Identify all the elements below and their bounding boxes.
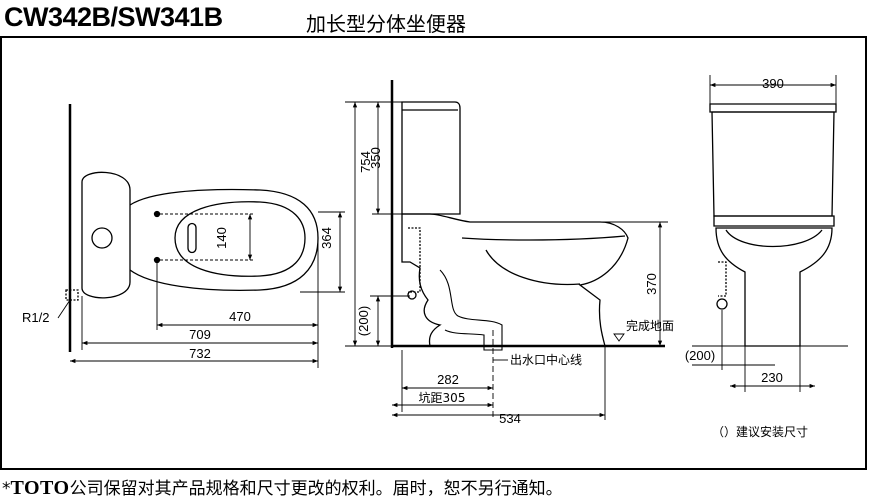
plan-flush-button (91, 227, 113, 249)
footer-asterisk: * (2, 479, 11, 499)
dim-754: 754 (358, 151, 373, 173)
dim-140: 140 (214, 227, 229, 249)
dim-390: 390 (762, 76, 784, 91)
plan-dimensions (57, 211, 345, 368)
label-outlet-centerline: 出水口中心线 (510, 352, 582, 367)
legend-recommended-dims: （）建议安装尺寸 (712, 424, 808, 439)
plan-view (65, 104, 319, 352)
plan-bowl-outline (129, 188, 319, 291)
dim-534: 534 (499, 411, 521, 426)
side-supply-pipe (408, 227, 421, 293)
front-valve (716, 298, 728, 310)
plan-bolt-hole (153, 210, 161, 218)
dim-282: 282 (437, 372, 459, 387)
plan-seat-opening (174, 201, 306, 277)
dim-364: 364 (319, 227, 334, 249)
model-number: CW342B/SW341B (4, 2, 223, 32)
footer-disclaimer: *TOTO公司保留对其产品规格和尺寸更改的权利。届时，恕不另行通知。 (2, 474, 563, 500)
dim-200-side: (200) (356, 306, 371, 336)
product-name: 加长型分体坐便器 (306, 12, 466, 36)
plan-supply-connector (65, 289, 79, 301)
front-seat (713, 215, 835, 227)
side-view (390, 80, 665, 351)
drawing-frame (0, 36, 867, 470)
plan-bolt-hole (153, 256, 161, 264)
dim-470: 470 (229, 309, 251, 324)
side-tank-outline (401, 101, 461, 215)
footer-text: 公司保留对其产品规格和尺寸更改的权利。届时，恕不另行通知。 (69, 479, 563, 499)
dim-230: 230 (761, 370, 783, 385)
plan-rim-hole (187, 222, 197, 254)
dim-709: 709 (189, 327, 211, 342)
label-r12: R1/2 (22, 310, 49, 325)
side-bowl-outline (401, 213, 629, 347)
side-dimensions (345, 101, 668, 420)
front-view (709, 103, 837, 347)
front-tank-lid (709, 103, 837, 113)
front-bowl-pedestal (715, 227, 833, 347)
label-finished-floor: 完成地面 (626, 318, 674, 333)
dim-350: 350 (368, 147, 383, 169)
dim-370: 370 (644, 273, 659, 295)
dim-305: 坑距305 (419, 390, 466, 405)
dim-732: 732 (189, 346, 211, 361)
footer-brand: TOTO (10, 477, 70, 499)
front-dimensions (692, 75, 848, 392)
front-tank-body (711, 111, 835, 217)
side-valve (407, 290, 417, 300)
header: CW342B/SW341B 加长型分体坐便器 (0, 0, 873, 40)
plan-tank-outline (81, 171, 131, 299)
dim-200-front: (200) (685, 348, 715, 363)
